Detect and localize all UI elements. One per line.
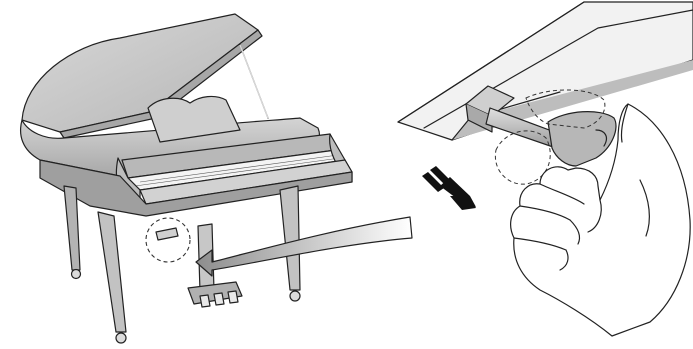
back-leg	[63, 185, 81, 271]
right-front-leg	[279, 185, 301, 291]
keybed-edge	[397, 1, 585, 123]
dashed-circle-highlight	[145, 217, 191, 263]
music-desk	[147, 95, 241, 143]
pedals	[199, 290, 239, 308]
motion-arrow-icon	[422, 166, 476, 210]
detail-view	[397, 1, 693, 337]
piano-keys	[134, 154, 341, 187]
casters	[70, 268, 301, 344]
lever-small	[155, 227, 179, 241]
piano-rim	[19, 117, 321, 177]
curved-arrow-icon	[195, 216, 413, 277]
finger-ghost	[494, 130, 551, 185]
left-front-leg	[97, 211, 127, 333]
grand-piano-icon	[19, 13, 353, 344]
lever-icon	[547, 111, 617, 167]
piano-underbody	[39, 159, 353, 217]
lever-bracket	[465, 85, 515, 117]
hand-icon	[510, 103, 691, 337]
lever-ghost	[525, 89, 606, 129]
piano-lid	[21, 13, 259, 133]
